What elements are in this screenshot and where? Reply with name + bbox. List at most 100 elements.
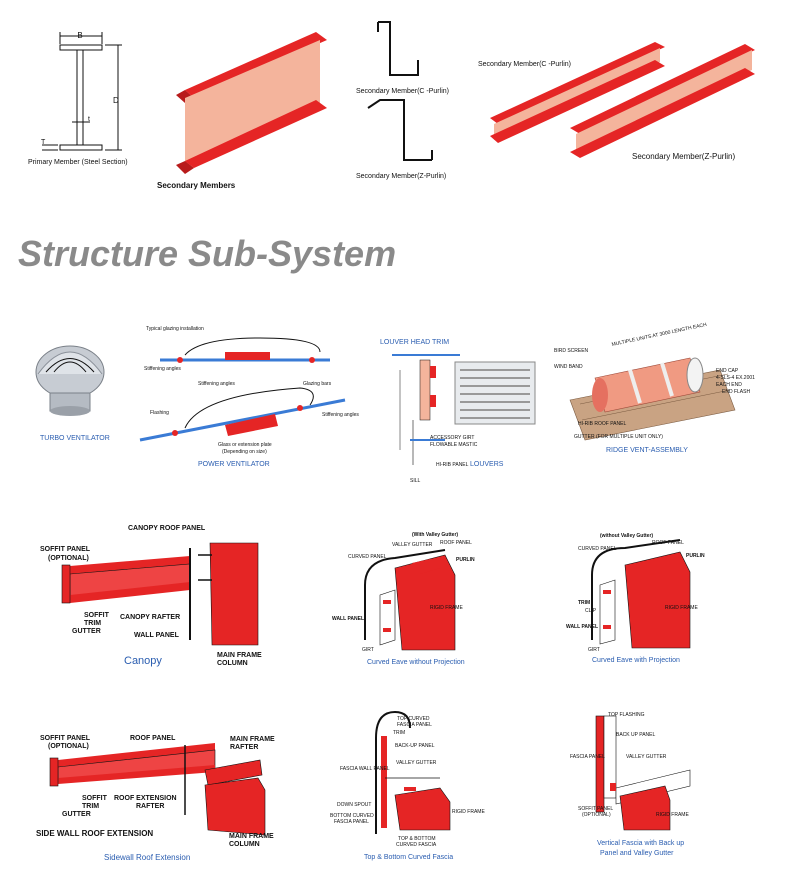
louver-panel-image	[454, 361, 536, 425]
fv-fascia-panel-label: FASCIA PANEL	[570, 754, 605, 760]
section-heading: Structure Sub-System	[18, 233, 396, 274]
power-stiff3-label: Stiffening angles	[322, 412, 359, 418]
canopy-rafter-label: CANOPY RAFTER	[120, 614, 180, 621]
cenp-curved-panel-label: CURVED PANEL	[348, 554, 387, 560]
louver-accessory-label: ACCESSORY GIRT	[430, 435, 474, 441]
dim-t-small-label: t	[88, 116, 90, 123]
i-beam-3d	[176, 32, 327, 174]
cep-curved-panel-label: CURVED PANEL	[578, 546, 617, 552]
sw-optional-label: (OPTIONAL)	[48, 743, 89, 750]
sw-roof-panel-label: ROOF PANEL	[130, 735, 176, 742]
power-depending-label: (Depending on size)	[222, 449, 267, 455]
cep-without-valley-label: (without Valley Gutter)	[600, 533, 653, 539]
ridge-gutter-label: GUTTER (FOR MULTIPLE UNIT ONLY)	[574, 434, 663, 440]
cenp-caption: Curved Eave without Projection	[367, 659, 465, 666]
sw-ext-rafter2-label: RAFTER	[136, 803, 164, 810]
cep-rigid-frame-label: RIGID FRAME	[665, 605, 698, 611]
canopy-optional-label: (OPTIONAL)	[48, 555, 89, 562]
fc-fascia-panel-label: FASCIA PANEL	[397, 722, 432, 728]
cenp-with-valley-label: (With Valley Gutter)	[412, 532, 458, 538]
cep-trim-label: TRIM	[578, 600, 590, 606]
z-purlin-small-label: Secondary Member(Z-Purlin)	[356, 173, 446, 180]
ridge-eachend-label: EACH END	[716, 382, 742, 388]
power-flashing-label: Flashing	[150, 410, 169, 416]
curved-fascia-diagram	[375, 710, 451, 834]
power-glass-label: Glass or extension plate	[218, 442, 272, 448]
canopy-wall-panel-label: WALL PANEL	[134, 632, 180, 639]
ridge-caption: RIDGE VENT-ASSEMBLY	[606, 447, 688, 454]
z-purlin-large-label: Secondary Member(Z-Purlin)	[632, 152, 735, 161]
ridge-multiple-label: MULTIPLE UNITS AT 3000 LENGTH EACH	[611, 322, 707, 348]
i-beam-section	[42, 32, 122, 151]
louver-section	[392, 354, 460, 465]
fc-fascia-wall-label: FASCIA WALL PANEL	[340, 766, 390, 772]
dim-t-large-label: T	[41, 139, 46, 146]
canopy-soffit-label: SOFFIT	[84, 612, 110, 619]
c-purlin-small-label: Secondary Member(C -Purlin)	[356, 88, 449, 95]
cep-clip-label: CLIP	[585, 608, 597, 614]
turbo-ventilator-image	[35, 345, 105, 416]
z-purlin-3d	[570, 44, 755, 158]
canopy-caption: Canopy	[124, 655, 162, 667]
vertical-fascia-diagram	[595, 715, 691, 831]
dim-d-label: D	[113, 96, 119, 105]
fv-back-panel-label: BACK UP PANEL	[616, 732, 655, 738]
sw-trim-label: TRIM	[82, 803, 99, 810]
fc-top-bottom-label: TOP & BOTTOM	[398, 836, 436, 842]
fc-caption: Top & Bottom Curved Fascia	[364, 854, 453, 861]
ridge-sls-label: 4-SLS-4 EX.2001	[716, 375, 755, 381]
canopy-soffit-panel-label: SOFFIT PANEL	[40, 546, 91, 553]
sw-soffit-panel-label: SOFFIT PANEL	[40, 735, 91, 742]
cenp-rigid-frame-label: RIGID FRAME	[430, 605, 463, 611]
cep-wall-panel-label: WALL PANEL	[566, 624, 598, 630]
sw-ext-rafter1-label: ROOF EXTENSION	[114, 795, 177, 802]
cenp-roof-panel-label: ROOF PANEL	[440, 540, 472, 546]
c-purlin-large-label: Secondary Member(C -Purlin)	[478, 61, 571, 68]
ridge-wind-label: WIND BAND	[554, 364, 583, 370]
canopy-diagram	[61, 542, 259, 646]
cep-purlin-label: PURLIN	[686, 553, 705, 559]
fc-top-curved-label: TOP CURVED	[397, 716, 430, 722]
power-stiff1-label: Stiffening angles	[144, 366, 181, 372]
sw-caption: Sidewall Roof Extension	[104, 853, 190, 862]
fc-bottom-curved-label: BOTTOM CURVED	[330, 813, 374, 819]
louver-sill-label: SILL	[410, 478, 421, 484]
cenp-purlin-label: PURLIN	[456, 557, 475, 563]
power-glazing-label: Glazing bars	[303, 381, 332, 387]
fc-valley-gutter-label: VALLEY GUTTER	[396, 760, 437, 766]
ridge-vent-diagram	[569, 357, 736, 441]
c-purlin-profile	[377, 21, 419, 76]
dim-b-label: B	[77, 31, 82, 40]
curved-eave-no-projection-diagram	[364, 549, 456, 651]
fv-optional-label: (OPTIONAL)	[582, 812, 611, 818]
secondary-members-label: Secondary Members	[157, 181, 236, 190]
sw-column-label: COLUMN	[229, 841, 260, 848]
canopy-trim-label: TRIM	[84, 620, 101, 627]
fc-trim-label: TRIM	[393, 730, 405, 736]
canopy-column-label: COLUMN	[217, 660, 248, 667]
louver-head-trim-label: LOUVER HEAD TRIM	[380, 339, 449, 346]
power-stiff2-label: Stiffening angles	[198, 381, 235, 387]
fc-rigid-frame-label: RIGID FRAME	[452, 809, 485, 815]
sw-soffit-label: SOFFIT	[82, 795, 108, 802]
cep-girt-label: GIRT	[588, 647, 600, 653]
fv-valley-gutter-label: VALLEY GUTTER	[626, 754, 667, 760]
fc-backup-label: BACK-UP PANEL	[395, 743, 435, 749]
fc-fascia-panel2-label: FASCIA PANEL	[334, 819, 369, 825]
power-ventilator-diagram	[139, 337, 346, 442]
sw-gutter-label: GUTTER	[62, 811, 91, 818]
sw-main-frame2-label: MAIN FRAME	[229, 833, 274, 840]
louver-hirib-label: HI-RIB PANEL	[436, 462, 469, 468]
ridge-hirib-label: HI-RIB ROOF PANEL	[578, 421, 626, 427]
fv-caption-line1: Vertical Fascia with Back up	[597, 840, 684, 847]
sidewall-roof-extension-diagram	[49, 743, 266, 836]
fc-curved-fascia-label: CURVED FASCIA	[396, 842, 437, 848]
cenp-wall-panel-label: WALL PANEL	[332, 616, 364, 622]
ridge-endflash-label: END FLASH	[722, 389, 750, 395]
louver-flowable-label: FLOWABLE MASTIC	[430, 442, 478, 448]
cenp-valley-gutter-label: VALLEY GUTTER	[392, 542, 433, 548]
fv-soffit-panel-label: SOFFIT PANEL	[578, 806, 613, 812]
turbo-caption: TURBO VENTILATOR	[40, 435, 110, 442]
fv-rigid-frame-label: RIGID FRAME	[656, 812, 689, 818]
